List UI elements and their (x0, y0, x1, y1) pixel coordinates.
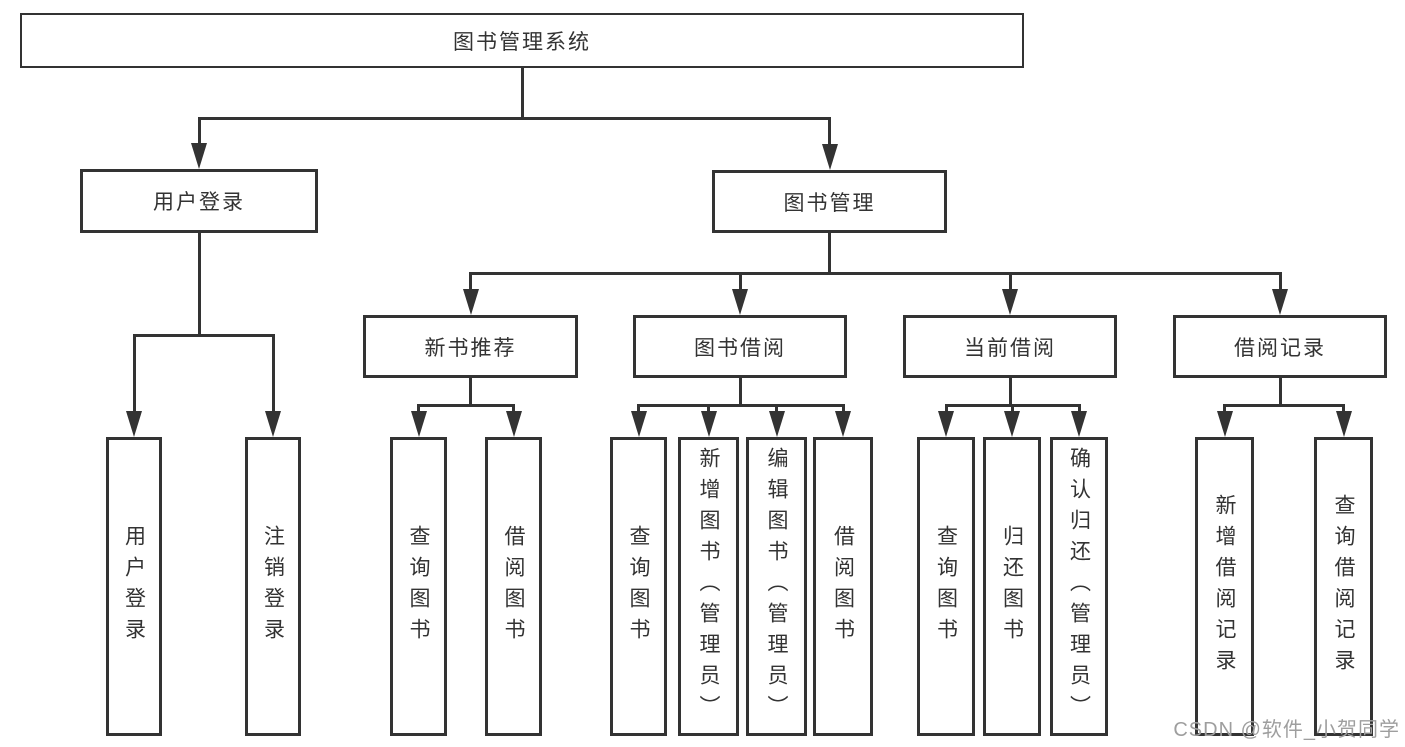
node-user-login: 用户登录 (80, 169, 318, 233)
node-new-book-recommend: 新书推荐 (363, 315, 578, 378)
connector-line (1077, 405, 1081, 413)
arrowhead-icon (938, 411, 954, 437)
node-borrowing-records: 借阅记录 (1173, 315, 1387, 378)
connector-line (271, 335, 275, 413)
connector-line (841, 405, 845, 413)
arrowhead-icon (265, 411, 281, 437)
connector-line (132, 333, 275, 337)
connector-line (512, 405, 515, 413)
connector-line (417, 405, 420, 413)
connector-line (738, 273, 742, 291)
connector-line (197, 116, 831, 120)
connector-line (417, 403, 515, 407)
connector-line (1223, 405, 1226, 413)
leaf-query-books-recommend: 查询图书 (390, 437, 447, 736)
connector-line (1342, 405, 1345, 413)
leaf-label: 借阅图书 (502, 524, 525, 649)
node-current-borrowing: 当前借阅 (903, 315, 1117, 378)
node-library-management-system: 图书管理系统 (20, 13, 1024, 68)
connector-line (738, 378, 742, 407)
leaf-label: 编辑图书（管理员） (765, 447, 788, 726)
arrowhead-icon (1272, 289, 1288, 315)
arrowhead-icon (191, 143, 207, 169)
leaf-label: 查询图书 (934, 524, 958, 649)
connector-line (1008, 273, 1012, 291)
arrowhead-icon (630, 411, 647, 437)
connector-line (1223, 403, 1345, 407)
leaf-query-books-borrowing: 查询图书 (610, 437, 667, 736)
connector-line (1008, 378, 1012, 407)
connector-line (469, 273, 472, 291)
arrowhead-icon (410, 411, 427, 437)
leaf-borrow-books: 借阅图书 (813, 437, 873, 736)
connector-line (197, 118, 201, 145)
arrowhead-icon (732, 289, 748, 315)
arrowhead-icon (1071, 411, 1087, 437)
leaf-label: 查询图书 (407, 524, 430, 649)
leaf-label: 注销登录 (261, 524, 285, 649)
leaf-label: 用户登录 (122, 524, 146, 649)
connector-line (1010, 405, 1014, 413)
connector-line (637, 403, 845, 407)
leaf-user-login: 用户登录 (106, 437, 162, 736)
connector-line (637, 405, 640, 413)
connector-line (1278, 273, 1282, 291)
leaf-label: 新增借阅记录 (1213, 493, 1236, 680)
leaf-query-books-current: 查询图书 (917, 437, 975, 736)
node-book-management: 图书管理 (712, 170, 947, 233)
node-book-borrowing: 图书借阅 (633, 315, 847, 378)
arrowhead-icon (768, 411, 785, 437)
leaf-borrow-books-recommend: 借阅图书 (485, 437, 542, 736)
arrowhead-icon (1335, 411, 1352, 437)
leaf-label: 新增图书（管理员） (697, 447, 720, 726)
leaf-add-books-admin: 新增图书（管理员） (678, 437, 739, 736)
arrowhead-icon (700, 411, 717, 437)
connector-line (1278, 378, 1282, 407)
leaf-label: 查询图书 (627, 524, 650, 649)
arrowhead-icon (835, 411, 851, 437)
leaf-logout: 注销登录 (245, 437, 301, 736)
arrowhead-icon (126, 411, 142, 437)
leaf-confirm-return-admin: 确认归还（管理员） (1050, 437, 1108, 736)
arrowhead-icon (821, 144, 838, 170)
connector-line (707, 405, 710, 413)
leaf-label: 借阅图书 (831, 524, 855, 649)
arrowhead-icon (462, 289, 479, 315)
leaf-query-borrow-record: 查询借阅记录 (1314, 437, 1373, 736)
connector-line (775, 405, 778, 413)
connector-line (828, 233, 831, 275)
connector-line (944, 405, 948, 413)
connector-line (520, 68, 524, 120)
leaf-label: 归还图书 (1000, 524, 1024, 649)
leaf-edit-books-admin: 编辑图书（管理员） (746, 437, 807, 736)
connector-line (828, 118, 831, 146)
arrowhead-icon (1216, 411, 1233, 437)
connector-line (132, 335, 136, 413)
arrowhead-icon (1002, 289, 1018, 315)
arrowhead-icon (1004, 411, 1020, 437)
connector-line (197, 233, 201, 337)
leaf-return-books: 归还图书 (983, 437, 1041, 736)
connector-line (469, 378, 472, 407)
csdn-watermark: CSDN @软件_小贺同学 (1173, 719, 1400, 741)
leaf-label: 确认归还（管理员） (1067, 447, 1091, 726)
leaf-add-borrow-record: 新增借阅记录 (1195, 437, 1254, 736)
connector-line (469, 271, 1282, 275)
leaf-label: 查询借阅记录 (1332, 493, 1355, 680)
arrowhead-icon (505, 411, 522, 437)
